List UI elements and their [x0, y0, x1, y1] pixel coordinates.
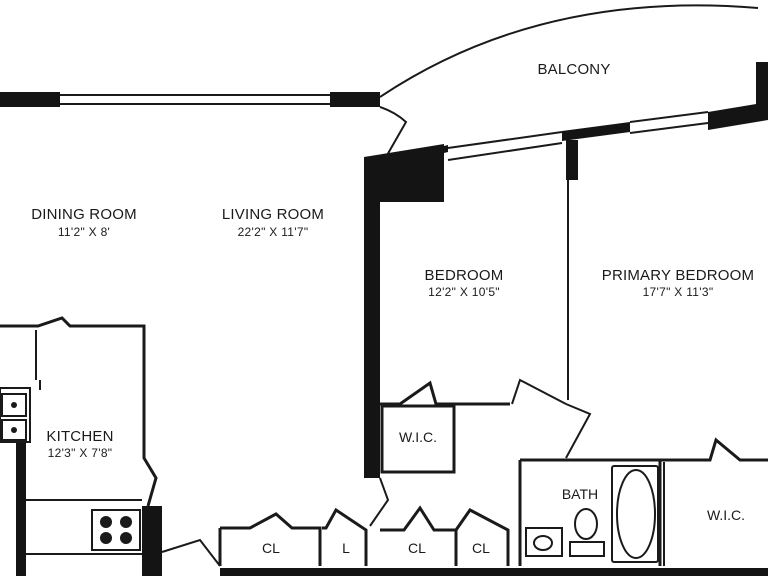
balcony-label: BALCONY — [537, 61, 610, 78]
closet-2-label: CL — [408, 540, 426, 556]
kitchen-wall-block — [142, 506, 162, 576]
bedroom-label: BEDROOM — [425, 267, 504, 284]
walls — [0, 62, 768, 576]
partition-post — [566, 140, 578, 180]
bedroom-corner-wall — [364, 144, 444, 478]
kitchen-dims: 12'3" X 7'8" — [48, 446, 113, 460]
stove-burners — [100, 516, 132, 544]
primary-top-wall-left — [562, 122, 630, 141]
living-room-dims: 22'2" X 11'7" — [238, 225, 309, 239]
primary-top-wall-right — [708, 102, 768, 130]
bottom-wall — [220, 568, 768, 576]
kitchen-left-wall — [16, 440, 26, 576]
top-wall-right — [330, 92, 380, 107]
sink-knobs — [11, 402, 17, 433]
wall-lines — [0, 4, 768, 567]
balcony-end-post — [756, 62, 768, 106]
bedroom-top-wall-segment — [444, 145, 448, 153]
wic-right-label: W.I.C. — [707, 507, 745, 523]
dining-room-dims: 11'2" X 8' — [58, 225, 110, 239]
wic-left-label: W.I.C. — [399, 429, 437, 445]
linen-label: L — [342, 540, 350, 556]
bath-label: BATH — [562, 486, 598, 502]
closet-3-label: CL — [472, 540, 490, 556]
closet-1-label: CL — [262, 540, 280, 556]
primary-bedroom-label: PRIMARY BEDROOM — [602, 267, 754, 284]
bedroom-dims: 12'2" X 10'5" — [428, 285, 500, 299]
living-room-label: LIVING ROOM — [222, 206, 324, 223]
kitchen-label: KITCHEN — [46, 428, 113, 445]
dining-room-label: DINING ROOM — [31, 206, 137, 223]
top-wall-left — [0, 92, 60, 107]
primary-bedroom-dims: 17'7" X 11'3" — [643, 285, 714, 299]
